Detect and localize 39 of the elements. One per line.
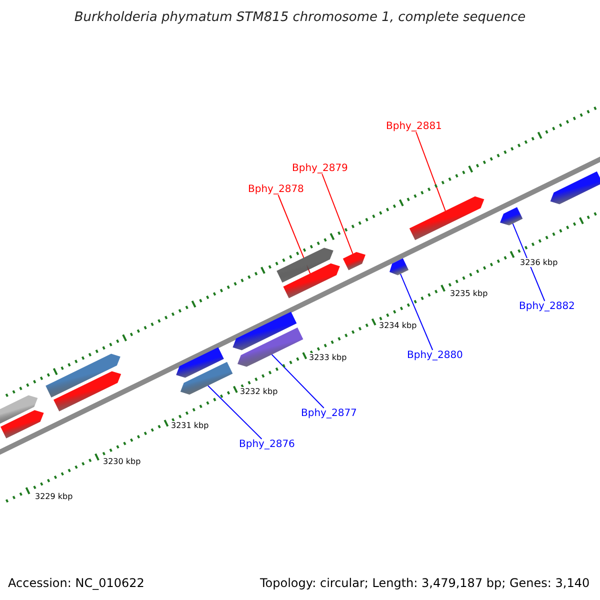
gene-feature xyxy=(342,252,366,270)
footer-text: Topology: circular; Length: 3,479,187 bp; Genes: 3,140 xyxy=(260,576,590,590)
title: Burkholderia phymatum STM815 chromosome 1, complete sequence xyxy=(73,10,527,25)
scale-label: 3236 kbp xyxy=(520,258,558,267)
gene-feature xyxy=(276,248,334,283)
scale-label: 3234 kbp xyxy=(379,321,417,330)
leader-line xyxy=(512,223,546,302)
gene-feature xyxy=(0,395,38,424)
gene-feature xyxy=(283,263,340,298)
gene-feature xyxy=(46,354,120,398)
leader-line xyxy=(207,385,262,440)
gene-feature xyxy=(238,328,304,367)
leader-line xyxy=(271,354,324,408)
gene-feature xyxy=(176,347,224,378)
scale-label: 3233 kbp xyxy=(309,353,347,362)
scale-label: 3231 kbp xyxy=(171,421,209,430)
gene-label: Bphy_2880 xyxy=(407,350,463,361)
scale-label: 3229 kbp xyxy=(35,492,73,501)
gene-label: Bphy_2878 xyxy=(248,184,304,195)
gene-label: Bphy_2879 xyxy=(292,163,348,174)
scale-label: 3230 kbp xyxy=(103,457,141,466)
gene-feature xyxy=(390,258,409,276)
gene-feature xyxy=(500,207,523,226)
scale-label: 3235 kbp xyxy=(450,289,488,298)
leader-line xyxy=(400,273,434,350)
gene-label: Bphy_2882 xyxy=(519,301,575,312)
leader-line xyxy=(322,174,354,254)
gene-label: Bphy_2881 xyxy=(386,121,442,132)
gene-label: Bphy_2876 xyxy=(239,439,295,450)
gene-label: Bphy_2877 xyxy=(301,408,357,419)
gene-feature xyxy=(54,371,122,412)
gene-feature xyxy=(232,312,297,350)
leader-line xyxy=(416,132,446,212)
gene-feature xyxy=(0,410,44,438)
gene-feature xyxy=(180,362,233,395)
gene-feature xyxy=(550,171,600,204)
footer-text: Accession: NC_010622 xyxy=(8,576,144,590)
gene-feature xyxy=(409,196,484,240)
scale-label: 3232 kbp xyxy=(240,387,278,396)
